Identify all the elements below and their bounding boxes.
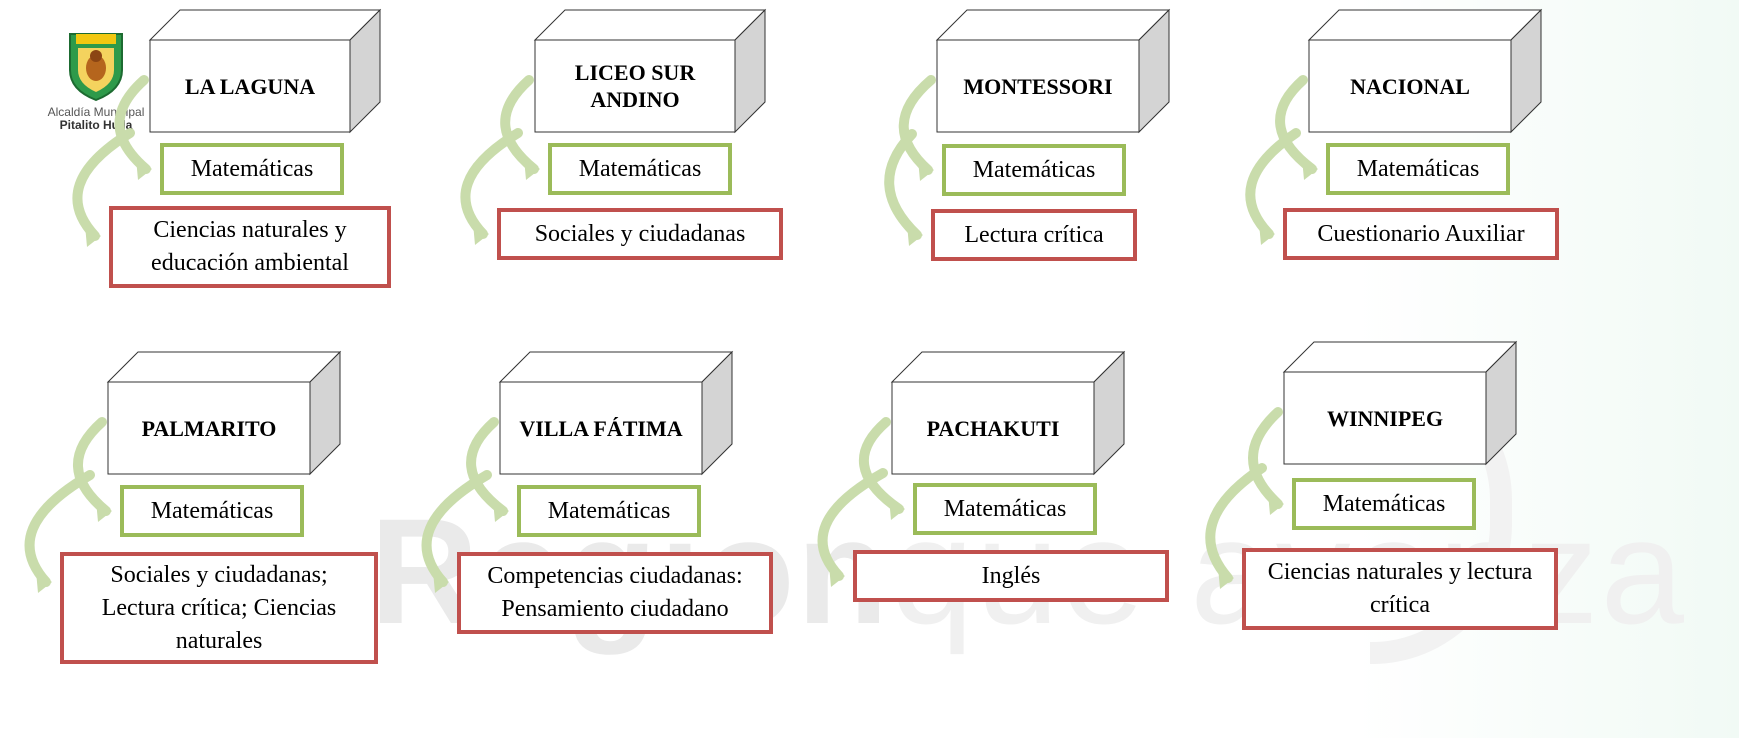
subject-box: Matemáticas — [120, 485, 304, 537]
crest-icon — [69, 33, 123, 102]
subject-box: Matemáticas — [548, 143, 732, 195]
result-box: Competencias ciudadanas: Pensamiento ciu… — [457, 552, 773, 634]
school-name: LA LAGUNA — [184, 73, 316, 99]
subject-box: Matemáticas — [160, 143, 344, 195]
school-name: NACIONAL — [1350, 73, 1470, 99]
subject-box: Matemáticas — [1326, 143, 1510, 195]
school-name: PACHAKUTI — [926, 415, 1060, 441]
logo-line-2: Pitalito Huila — [59, 118, 133, 132]
school-name: LICEO SUR ANDINO — [574, 60, 696, 112]
result-box: Ciencias naturales y lectura crítica — [1242, 548, 1558, 630]
result-box: Inglés — [853, 550, 1169, 602]
subject-box: Matemáticas — [913, 483, 1097, 535]
municipality-logo: Alcaldía Municipal Pitalito Huila — [40, 30, 152, 132]
result-box: Ciencias naturales y educación ambiental — [109, 206, 391, 288]
school-name: MONTESSORI — [963, 73, 1113, 99]
school-name: VILLA FÁTIMA — [519, 415, 683, 441]
result-box: Sociales y ciudadanas; Lectura crítica; … — [60, 552, 378, 664]
result-box: Sociales y ciudadanas — [497, 208, 783, 260]
school-name: PALMARITO — [141, 415, 277, 441]
subject-box: Matemáticas — [1292, 478, 1476, 530]
school-name: WINNIPEG — [1326, 405, 1444, 431]
result-box: Lectura crítica — [931, 209, 1137, 261]
result-box: Cuestionario Auxiliar — [1283, 208, 1559, 260]
subject-box: Matemáticas — [517, 485, 701, 537]
subject-box: Matemáticas — [942, 144, 1126, 196]
